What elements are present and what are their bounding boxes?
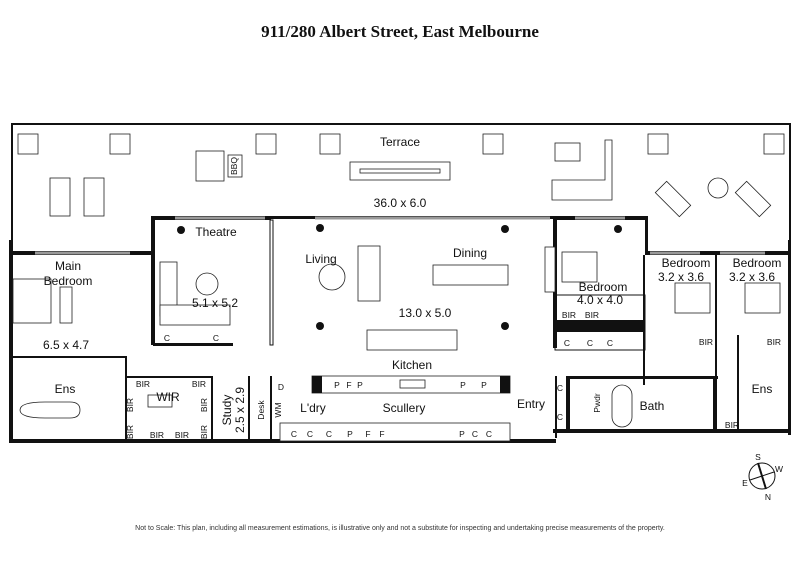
wir-label: WIR [156, 390, 180, 404]
terrace-label: Terrace [380, 135, 420, 149]
terrace-planters [17, 133, 785, 155]
disclaimer: Not to Scale: This plan, including all m… [135, 525, 665, 532]
bedroom-4-size: 3.2 x 3.6 [729, 270, 775, 284]
terrace-outline-top [11, 123, 791, 125]
f-label: F [379, 429, 384, 439]
compass-w: W [775, 464, 783, 474]
compass-s: S [755, 452, 761, 462]
bedroom-2-label: Bedroom [579, 280, 628, 294]
desk-label: Desk [256, 400, 266, 420]
p-label: P [357, 380, 363, 390]
main-bedroom-label-1: Main [55, 259, 81, 273]
bir-label: BIR [199, 398, 209, 412]
c-label: C [164, 333, 170, 343]
c-label: C [472, 429, 478, 439]
c-label: C [486, 429, 492, 439]
c-label: C [307, 429, 313, 439]
laundry-label: L'dry [300, 401, 326, 415]
bir-label: BIR [136, 379, 150, 389]
bir-label: BIR [725, 420, 739, 430]
c-label: C [607, 338, 613, 348]
entry-label: Entry [517, 397, 545, 411]
living-label: Living [305, 252, 336, 266]
compass-e: E [742, 478, 748, 488]
p-label: P [459, 429, 465, 439]
storage-labels: BIR BIR BIR BIR BIR BIR BIR BIR C C BIR … [125, 310, 781, 440]
ensuite-left-label: Ens [55, 382, 76, 396]
wm-label: WM [273, 402, 283, 417]
bedroom-4-label: Bedroom [733, 256, 782, 270]
c-label: C [587, 338, 593, 348]
c-label: C [557, 383, 563, 393]
kitchen-label: Kitchen [392, 358, 432, 372]
terrace-sofa [551, 139, 613, 201]
living-dining-size: 13.0 x 5.0 [399, 306, 452, 320]
sun-loungers [49, 177, 772, 218]
furniture [12, 245, 781, 428]
bedroom-3-size: 3.2 x 3.6 [658, 270, 704, 284]
theatre-size: 5.1 x 5.2 [192, 296, 238, 310]
terrace-outline-left [11, 123, 13, 253]
study-size: 2.5 x 2.9 [233, 387, 247, 433]
bath-label: Bath [640, 399, 665, 413]
plan-title: 911/280 Albert Street, East Melbourne [261, 22, 539, 41]
bir-label: BIR [192, 379, 206, 389]
bir-label: BIR [125, 398, 135, 412]
terrace-outline-right [789, 123, 791, 253]
main-bedroom-label-2: Bedroom [44, 274, 93, 288]
bir-label: BIR [199, 425, 209, 439]
bir-label: BIR [175, 430, 189, 440]
c-label: C [564, 338, 570, 348]
p-label: P [347, 429, 353, 439]
dryer-label: D [278, 382, 284, 392]
ensuite-right-label: Ens [752, 382, 773, 396]
p-label: P [460, 380, 466, 390]
c-label: C [213, 333, 219, 343]
terrace-size: 36.0 x 6.0 [374, 196, 427, 210]
bir-label: BIR [125, 425, 135, 439]
bir-label: BIR [767, 337, 781, 347]
compass-n: N [765, 492, 771, 502]
dining-label: Dining [453, 246, 487, 260]
p-label: P [334, 380, 340, 390]
bbq-label: BBQ [229, 157, 239, 175]
c-label: C [557, 412, 563, 422]
bedroom-2-size: 4.0 x 4.0 [577, 293, 623, 307]
c-label: C [291, 429, 297, 439]
columns [177, 224, 622, 330]
powder-label: Pwdr [592, 393, 602, 413]
compass: S W E N [742, 452, 783, 502]
theatre-label: Theatre [195, 225, 237, 239]
bedroom-3-label: Bedroom [662, 256, 711, 270]
f-label: F [365, 429, 370, 439]
bir-label: BIR [150, 430, 164, 440]
study-label: Study [220, 395, 234, 426]
terrace-long-table [349, 161, 451, 181]
scullery-label: Scullery [383, 401, 426, 415]
bir-label: BIR [585, 310, 599, 320]
main-bedroom-size: 6.5 x 4.7 [43, 338, 89, 352]
outdoor-table [195, 150, 243, 182]
bir-label: BIR [562, 310, 576, 320]
p-label: P [481, 380, 487, 390]
bir-label: BIR [699, 337, 713, 347]
f-label: F [346, 380, 351, 390]
c-label: C [326, 429, 332, 439]
